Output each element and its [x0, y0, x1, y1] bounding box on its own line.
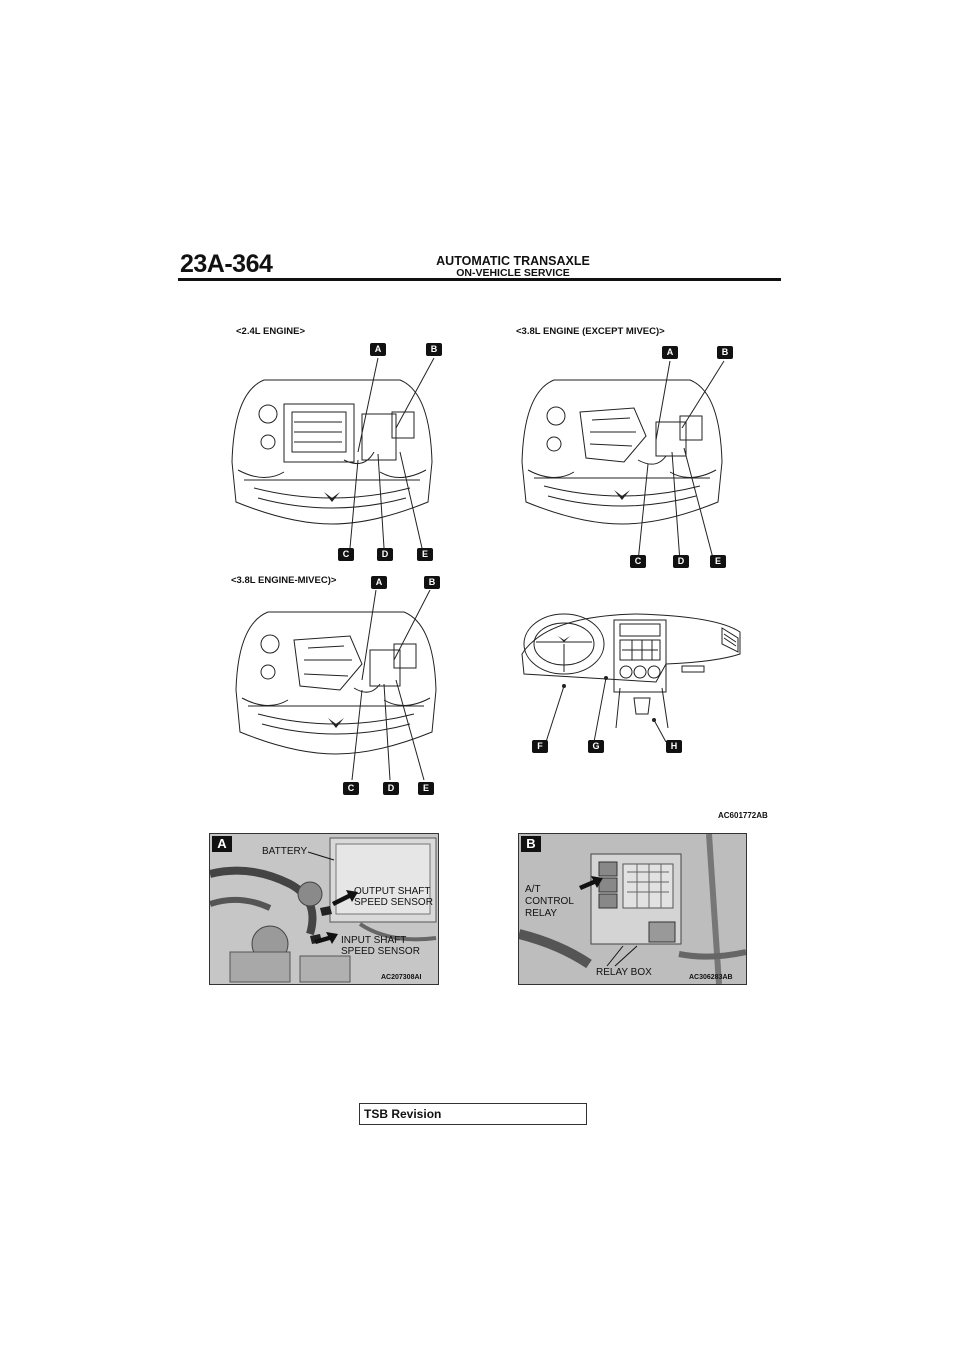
photo-b-tag: B — [521, 836, 541, 852]
page-number: 23A-364 — [180, 250, 273, 278]
photo-a-tag: A — [212, 836, 232, 852]
tsb-revision-label: TSB Revision — [364, 1107, 442, 1121]
callout-e: E — [710, 555, 726, 568]
callout-f: F — [532, 740, 548, 753]
input-shaft-label-2: SPEED SENSOR — [341, 946, 420, 957]
callout-a: A — [662, 346, 678, 359]
caption-38-engine: <3.8L ENGINE (EXCEPT MIVEC)> — [516, 326, 665, 337]
callout-d: D — [377, 548, 393, 561]
photo-b-background — [519, 834, 746, 984]
callout-b: B — [717, 346, 733, 359]
engine-24-illustration — [231, 357, 435, 549]
at-control-relay-label-3: RELAY — [525, 908, 558, 919]
callout-e: E — [417, 548, 433, 561]
callout-c: C — [338, 548, 354, 561]
callout-h: H — [666, 740, 682, 753]
photo-b: B A/T CONTROL RELAY RELAY BOX AC306283AB — [518, 833, 747, 985]
at-control-relay-label: A/T — [525, 884, 541, 895]
photo-b-figure-id: AC306283AB — [689, 974, 733, 981]
input-shaft-label: INPUT SHAFT — [341, 935, 407, 946]
callout-d: D — [673, 555, 689, 568]
at-control-relay-label-2: CONTROL — [525, 896, 574, 907]
photo-a: A BATTERY OUTPUT SHAFT SPEED SENSOR INPU… — [209, 833, 439, 985]
callout-e: E — [418, 782, 434, 795]
callout-g: G — [588, 740, 604, 753]
callout-a: A — [370, 343, 386, 356]
section-title: AUTOMATIC TRANSAXLE — [436, 254, 590, 268]
photo-a-background — [210, 834, 438, 984]
photo-a-figure-id: AC207308AI — [381, 974, 422, 981]
relay-box-label: RELAY BOX — [596, 967, 652, 978]
caption-38-mivec: <3.8L ENGINE-MIVEC)> — [231, 575, 337, 586]
battery-label: BATTERY — [262, 846, 308, 857]
engine-38-mivec-illustration — [235, 590, 437, 781]
callout-c: C — [343, 782, 359, 795]
callout-d: D — [383, 782, 399, 795]
output-shaft-label: OUTPUT SHAFT — [354, 886, 431, 897]
dashboard-illustration — [521, 613, 741, 742]
engine-38-illustration — [521, 360, 725, 563]
callout-b: B — [426, 343, 442, 356]
output-shaft-label-2: SPEED SENSOR — [354, 897, 433, 908]
tsb-revision-box: TSB Revision — [359, 1103, 587, 1125]
figure-id: AC601772AB — [718, 811, 768, 820]
callout-a: A — [371, 576, 387, 589]
caption-24-engine: <2.4L ENGINE> — [236, 326, 305, 337]
callout-c: C — [630, 555, 646, 568]
header-rule — [178, 278, 781, 281]
section-subtitle: ON-VEHICLE SERVICE — [456, 267, 570, 279]
callout-b: B — [424, 576, 440, 589]
